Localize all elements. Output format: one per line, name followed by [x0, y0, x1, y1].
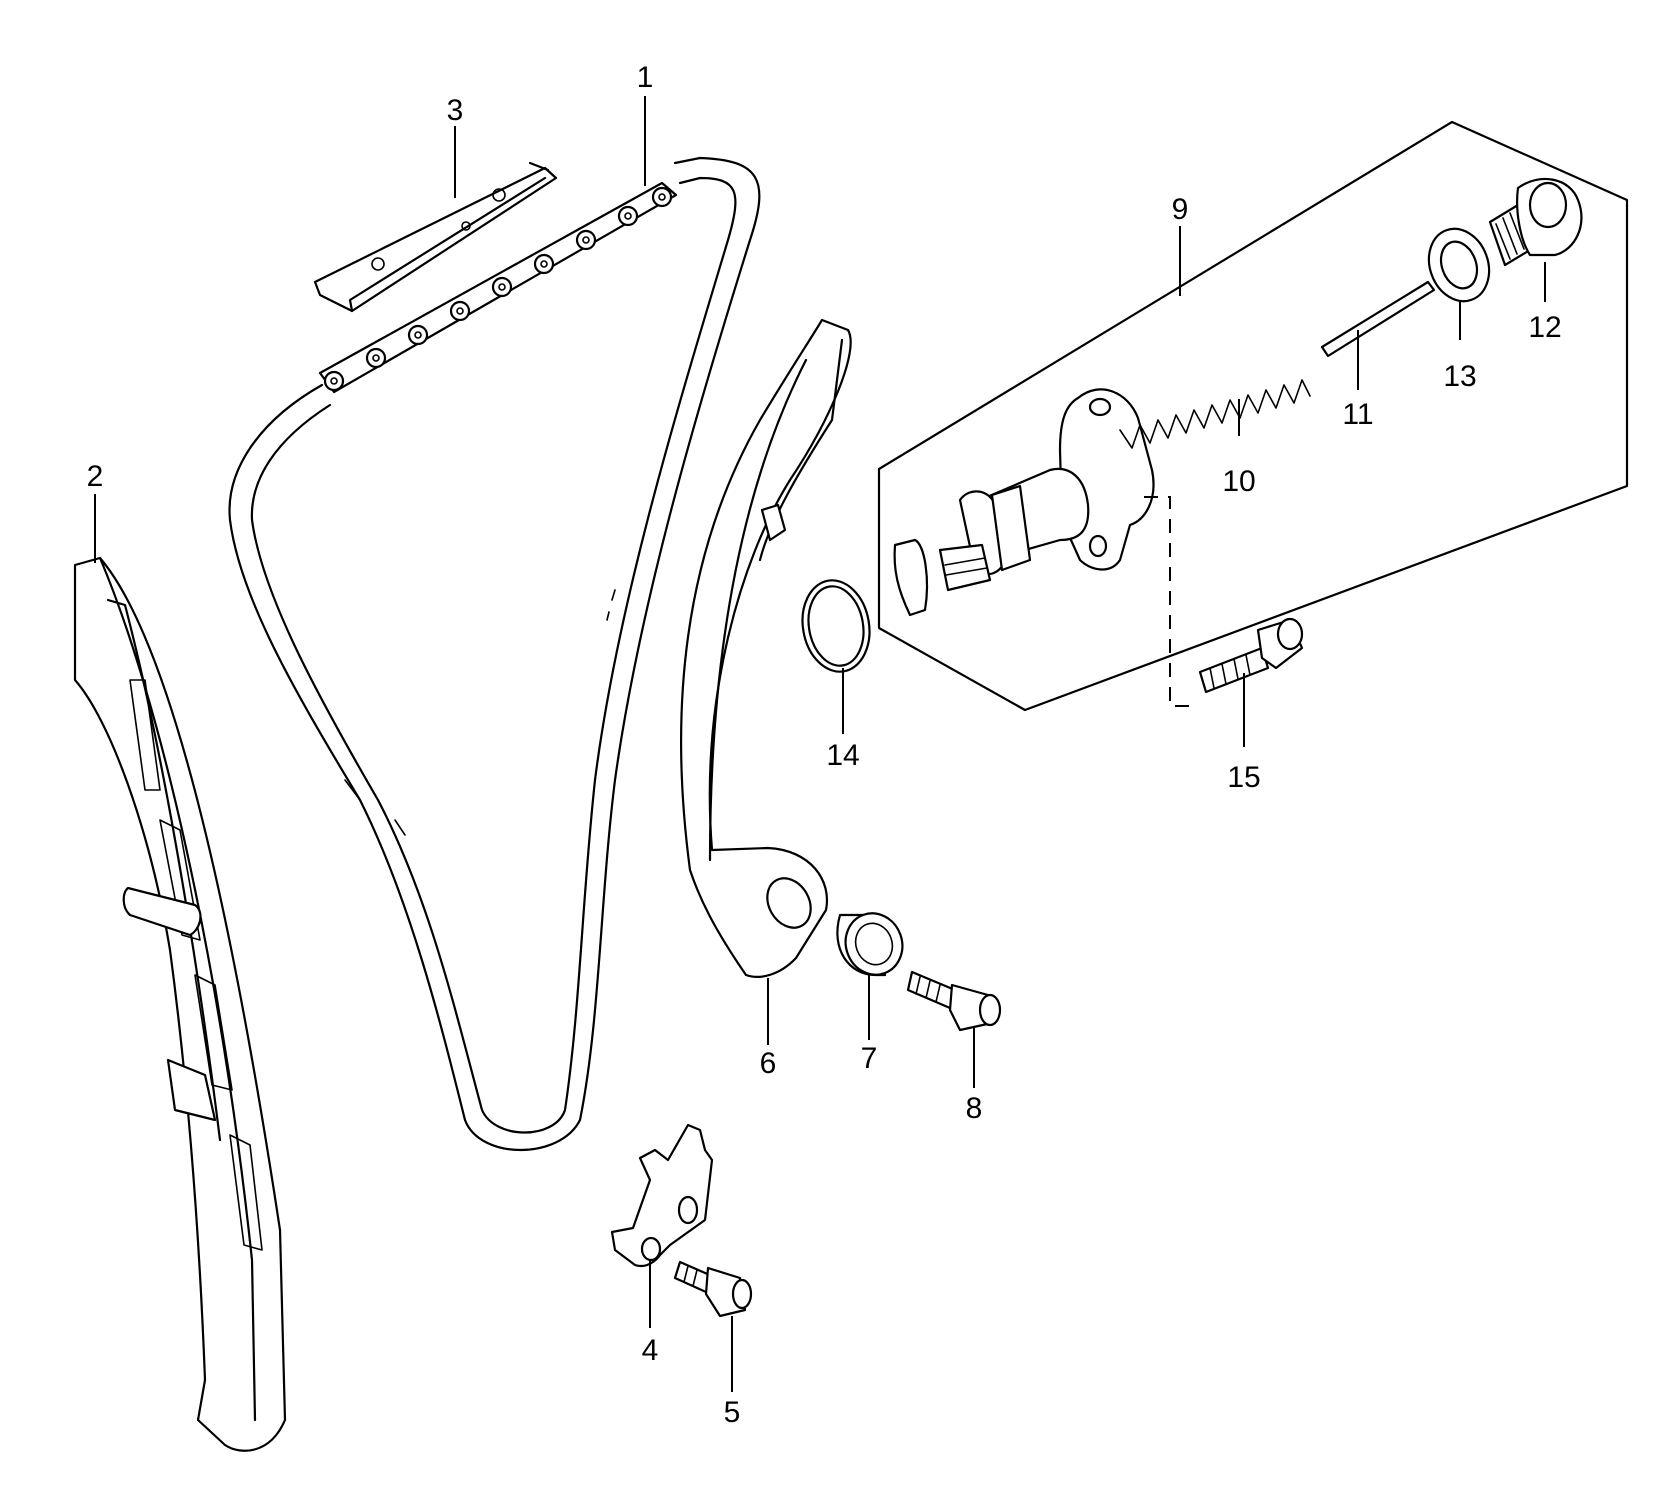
- upper-chain-guide: [313, 161, 558, 313]
- spring: [1119, 379, 1311, 449]
- plug-bolt: [1488, 177, 1583, 267]
- callout-9: 9: [1172, 193, 1189, 226]
- rear-chain-guide: [680, 318, 852, 978]
- callout-5: 5: [724, 1396, 741, 1429]
- washer: [1427, 227, 1491, 303]
- callout-11: 11: [1342, 398, 1373, 431]
- bolt-8: [906, 970, 1002, 1032]
- callout-12: 12: [1528, 311, 1561, 344]
- bolt-15: [1144, 496, 1304, 707]
- callout-labels: 1 2 3 4 5 6 7 8 9 10 11 12 13 14 15: [87, 61, 1562, 1429]
- callout-7: 7: [861, 1042, 878, 1075]
- callout-8: 8: [966, 1092, 983, 1125]
- bracket-plate: [610, 1123, 714, 1268]
- front-chain-guide: [73, 556, 287, 1452]
- cam-chain-tensioner: [893, 388, 1155, 617]
- callout-4: 4: [642, 1334, 659, 1367]
- callout-13: 13: [1443, 360, 1476, 393]
- callout-14: 14: [826, 739, 859, 772]
- pushrod: [1320, 280, 1436, 358]
- bolt-5: [673, 1260, 753, 1318]
- cam-chain: [228, 156, 761, 1151]
- callout-6: 6: [760, 1047, 777, 1080]
- callout-3: 3: [447, 94, 464, 127]
- leader-lines: [94, 96, 1546, 1392]
- o-ring: [801, 579, 871, 673]
- callout-2: 2: [87, 460, 104, 493]
- callout-15: 15: [1227, 761, 1260, 794]
- spacer-collar: [836, 912, 904, 977]
- tensioner-assembly-box: [877, 120, 1629, 712]
- chain-links: [318, 181, 678, 394]
- callout-1: 1: [637, 61, 654, 94]
- callout-10: 10: [1222, 465, 1255, 498]
